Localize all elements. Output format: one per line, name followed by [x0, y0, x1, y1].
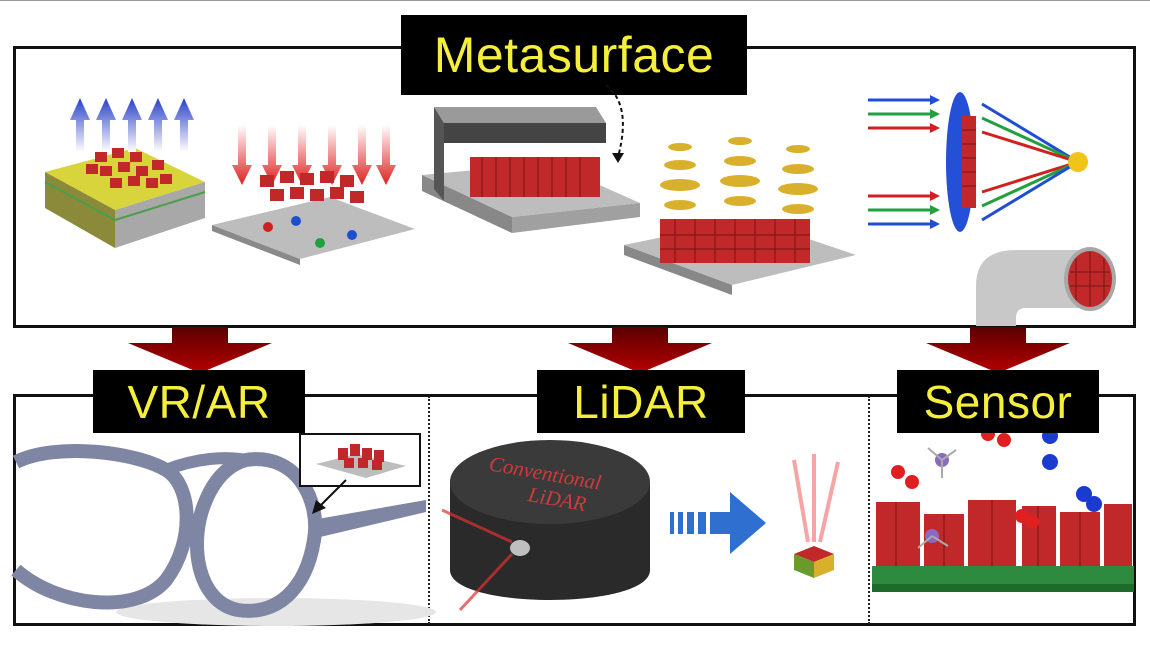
chiral-helix-array-icon [624, 137, 856, 295]
photocatalysis-surface-icon [212, 125, 415, 265]
lidar-module-icon: Conventional LiDAR [441, 440, 650, 612]
lidar-arrow-icon [670, 492, 766, 554]
chemical-sensor-icon [872, 427, 1134, 592]
down-arrow-icon-left [128, 327, 272, 373]
achromatic-metalens-icon [868, 92, 1088, 232]
vrar-label: VR/AR [93, 370, 305, 433]
down-arrow-icon-middle [568, 327, 712, 373]
fiber-tip-metasurface-icon [976, 247, 1116, 326]
lidar-label: LiDAR [537, 370, 745, 433]
metasurface-lidar-icon [792, 454, 840, 578]
divider-left [428, 396, 430, 624]
glasses-icon [11, 433, 436, 626]
top-edge-line [0, 0, 1150, 1]
down-arrow-icon-right [926, 327, 1070, 373]
gold-film-emitter-icon [44, 98, 206, 248]
encapsulated-metasurface-icon [422, 84, 640, 233]
sensor-label: Sensor [897, 370, 1099, 433]
metasurface-title: Metasurface [401, 15, 747, 95]
divider-right [868, 396, 870, 624]
